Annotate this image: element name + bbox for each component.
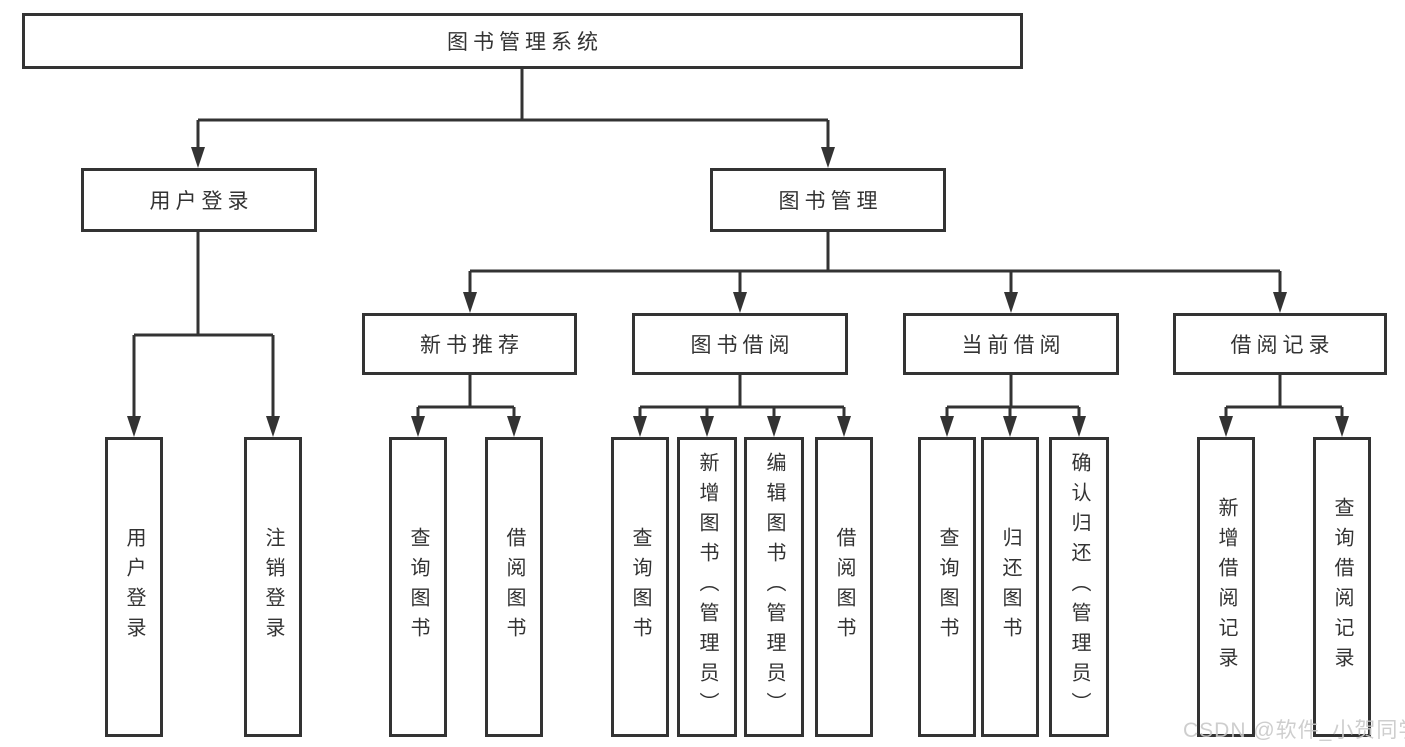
node-label: 编辑图书（管理员） xyxy=(763,452,785,722)
leaf-borrow-books-recommend: 借阅图书 xyxy=(485,437,543,737)
leaf-query-books-borrow: 查询图书 xyxy=(611,437,669,737)
leaf-borrow-books: 借阅图书 xyxy=(815,437,873,737)
node-current-borrow: 当前借阅 xyxy=(903,313,1119,375)
node-user-login-module: 用户登录 xyxy=(81,168,317,232)
leaf-query-books-current: 查询图书 xyxy=(918,437,976,737)
node-label: 新增图书（管理员） xyxy=(696,452,718,722)
node-label: 查询借阅记录 xyxy=(1331,497,1353,677)
node-label: 图书管理 xyxy=(778,190,883,213)
node-label: 借阅记录 xyxy=(1230,334,1335,357)
node-label: 当前借阅 xyxy=(961,334,1066,357)
node-new-book-recommend: 新书推荐 xyxy=(362,313,577,375)
leaf-query-books-recommend: 查询图书 xyxy=(389,437,447,737)
node-label: 查询图书 xyxy=(629,527,651,647)
leaf-user-login: 用户登录 xyxy=(105,437,163,737)
leaf-add-borrow-record: 新增借阅记录 xyxy=(1197,437,1255,737)
node-label: 归还图书 xyxy=(999,527,1021,647)
leaf-confirm-return-admin: 确认归还（管理员） xyxy=(1049,437,1109,737)
leaf-query-borrow-record: 查询借阅记录 xyxy=(1313,437,1371,737)
node-label: 新书推荐 xyxy=(420,334,524,357)
node-label: 确认归还（管理员） xyxy=(1068,452,1090,722)
node-borrow-records: 借阅记录 xyxy=(1173,313,1387,375)
leaf-return-book: 归还图书 xyxy=(981,437,1039,737)
node-label: 用户登录 xyxy=(149,190,254,213)
node-label: 查询图书 xyxy=(936,527,958,647)
leaf-edit-book-admin: 编辑图书（管理员） xyxy=(744,437,804,737)
node-label: 用户登录 xyxy=(123,527,145,647)
node-label: 查询图书 xyxy=(407,527,429,647)
leaf-logout: 注销登录 xyxy=(244,437,302,737)
node-book-borrow: 图书借阅 xyxy=(632,313,848,375)
node-label: 新增借阅记录 xyxy=(1215,497,1237,677)
leaf-add-book-admin: 新增图书（管理员） xyxy=(677,437,737,737)
node-label: 借阅图书 xyxy=(503,527,525,647)
csdn-watermark: CSDN @软件_小贺同学 xyxy=(1183,719,1405,742)
node-label: 图书借阅 xyxy=(690,334,795,357)
node-label: 注销登录 xyxy=(262,527,284,647)
node-book-management: 图书管理 xyxy=(710,168,946,232)
node-root: 图书管理系统 xyxy=(22,13,1023,69)
node-label: 图书管理系统 xyxy=(447,31,603,54)
node-label: 借阅图书 xyxy=(833,527,855,647)
